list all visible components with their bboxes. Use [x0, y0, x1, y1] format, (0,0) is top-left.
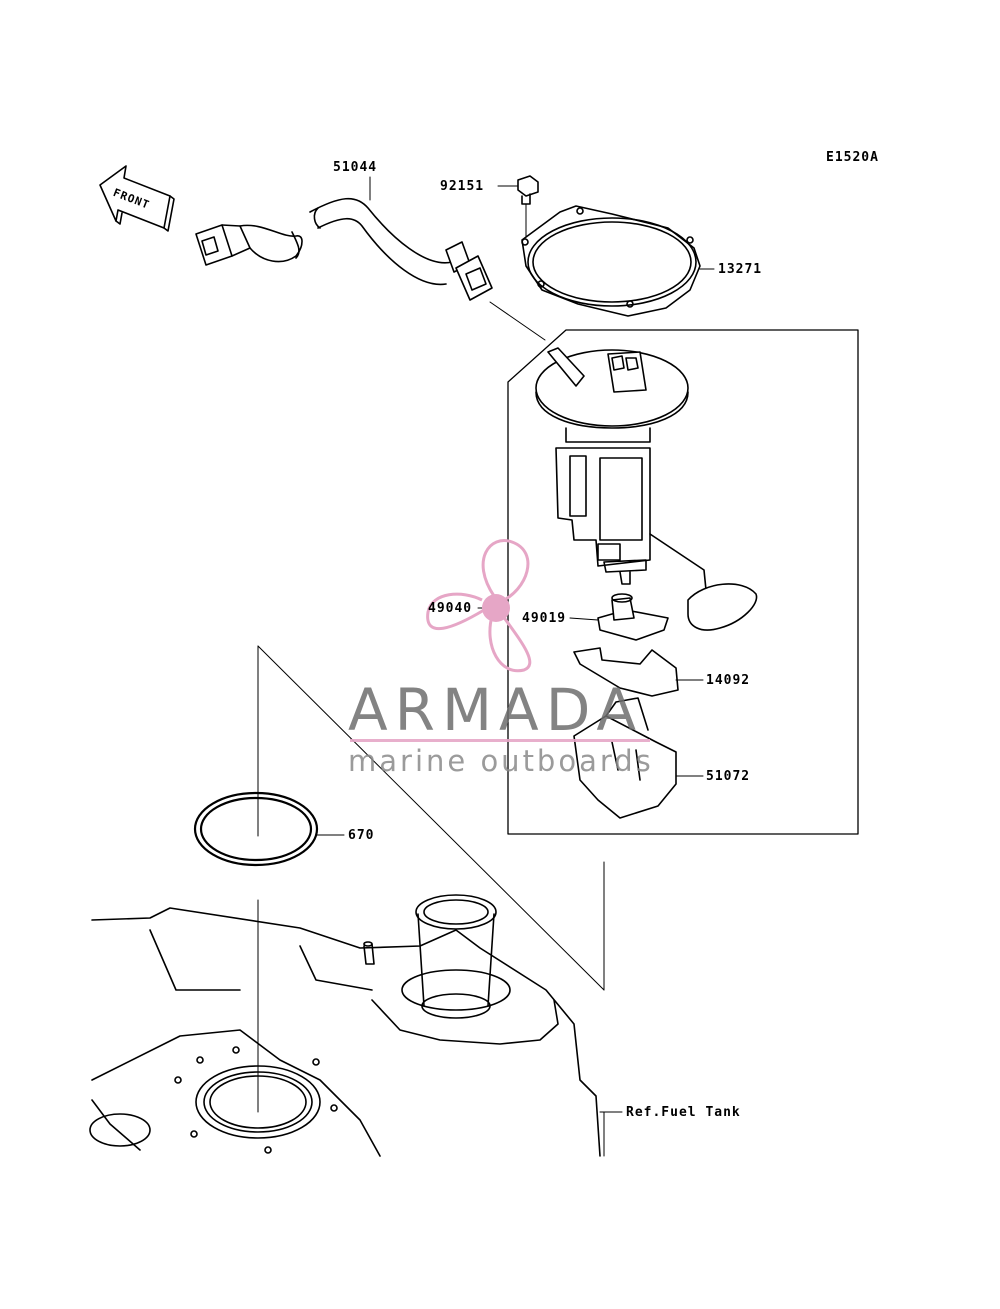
diagram-code: E1520A: [826, 150, 879, 165]
part-label-49019[interactable]: 49019: [522, 611, 567, 626]
part-label-13271[interactable]: 13271: [718, 262, 763, 277]
part-label-92151[interactable]: 92151: [440, 179, 485, 194]
watermark-tagline: marine outboards: [348, 744, 654, 778]
pump-assembly-frame: [507, 329, 859, 835]
plate-14092: [573, 647, 679, 697]
reference-label-fuel-tank: Ref.Fuel Tank: [626, 1105, 741, 1120]
gasket-13271: [521, 205, 701, 317]
watermark-divider: [350, 739, 650, 742]
fuel-tank: [89, 894, 601, 1157]
part-label-670[interactable]: 670: [348, 828, 375, 843]
bolt-92151: [517, 175, 539, 205]
part-label-14092[interactable]: 14092: [706, 673, 751, 688]
o-ring-670: [193, 791, 319, 867]
armada-logo-icon: [426, 539, 532, 673]
filter-49019: [597, 593, 669, 641]
leader-lines: [315, 176, 715, 1113]
part-label-51044[interactable]: 51044: [333, 160, 378, 175]
watermark-brand: ARMADA: [348, 676, 644, 744]
front-arrow-icon: [99, 165, 175, 232]
fuel-pump-assembly: [535, 347, 758, 631]
part-label-49040[interactable]: 49040: [428, 601, 473, 616]
fuel-hose-51044: [195, 197, 493, 301]
part-label-51072[interactable]: 51072: [706, 769, 751, 784]
